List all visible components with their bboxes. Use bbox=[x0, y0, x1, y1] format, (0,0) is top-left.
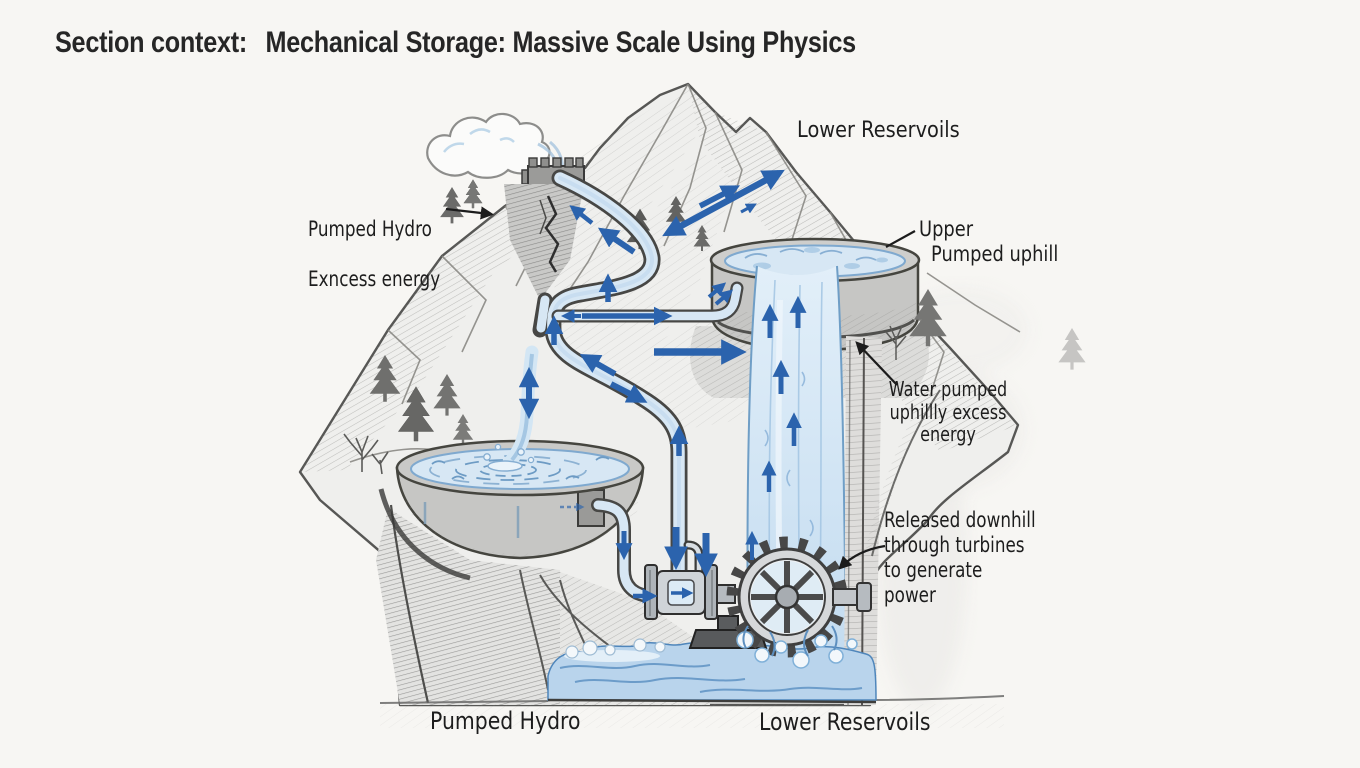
shaft-cap bbox=[856, 582, 872, 612]
right-cliff bbox=[844, 289, 1086, 706]
shaft bbox=[832, 588, 860, 606]
title-text: Mechanical Storage: Massive Scale Using … bbox=[265, 26, 856, 59]
page-title: Section context: Mechanical Storage: Mass… bbox=[55, 26, 856, 60]
cloud bbox=[426, 112, 564, 179]
label-released-callout: Released downhill through turbines to ge… bbox=[884, 508, 1036, 607]
caption-pumped-hydro: Pumped Hydro bbox=[430, 707, 581, 735]
leader-pumped-hydro bbox=[445, 206, 494, 220]
leader-water-pumped bbox=[855, 341, 898, 386]
label-pumped-hydro-callout: Pumped Hydro Exncess energy bbox=[308, 192, 440, 317]
turbine-gear bbox=[726, 536, 872, 658]
pine-trees bbox=[343, 179, 711, 475]
wall-marks bbox=[423, 502, 520, 538]
label-upper-reservoir-top: Lower Reservoils bbox=[797, 118, 960, 143]
leader-upper bbox=[885, 230, 916, 248]
right-bare-tree bbox=[885, 325, 907, 360]
water-doodles bbox=[744, 248, 877, 261]
label-pumped-hydro-line: Pumped Hydro bbox=[308, 217, 432, 241]
hub bbox=[774, 584, 800, 610]
caption-lower-reservoirs: Lower Reservoils bbox=[759, 708, 931, 736]
label-water-pumped-callout: Water pumped uphillly excess energy bbox=[888, 377, 1008, 447]
callout-leaders bbox=[445, 206, 916, 570]
transfer-pipe bbox=[551, 281, 744, 323]
flow-arrows bbox=[518, 169, 807, 604]
bare-shrub bbox=[343, 433, 389, 475]
label-pumped-uphill-callout: Pumped uphill bbox=[931, 242, 1059, 266]
title-prefix: Section context: bbox=[55, 26, 248, 59]
label-upper-callout: Upper bbox=[919, 217, 974, 241]
faint-pine bbox=[1058, 328, 1086, 370]
foam bbox=[565, 638, 666, 659]
leader-released bbox=[838, 544, 886, 570]
turbine-splash bbox=[736, 625, 858, 669]
label-excess-energy-line: Exncess energy bbox=[308, 267, 441, 291]
